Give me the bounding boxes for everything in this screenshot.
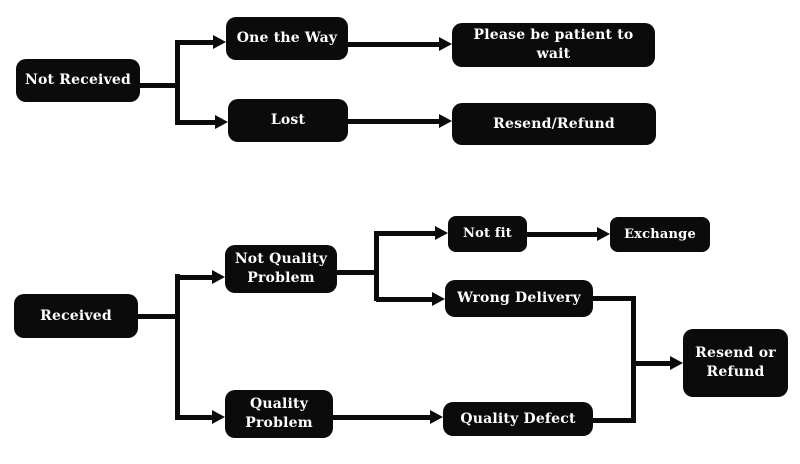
arrowhead-resend-or-refund-icon	[670, 356, 683, 370]
node-one-the-way: One the Way	[226, 17, 348, 60]
edge-to-wrong-delivery	[376, 297, 434, 302]
edge-not-received-stub	[140, 83, 179, 88]
node-received: Received	[14, 294, 138, 338]
edge-lost-to-resend-refund	[348, 119, 440, 124]
node-exchange: Exchange	[610, 217, 710, 252]
edge-to-one-the-way	[177, 40, 215, 45]
node-not-received: Not Received	[16, 59, 140, 102]
node-wrong-delivery: Wrong Delivery	[445, 280, 593, 317]
node-lost: Lost	[228, 99, 348, 142]
arrowhead-resend-refund-icon	[439, 114, 452, 128]
arrowhead-wrong-delivery-icon	[432, 292, 445, 306]
edge-not-quality-stub	[337, 270, 376, 275]
node-please-be-patient: Please be patient to wait	[452, 23, 655, 67]
edge-received-branch-vertical	[175, 274, 180, 420]
edge-quality-problem-to-quality-defect	[333, 415, 431, 420]
edge-to-lost	[177, 120, 217, 125]
node-not-fit: Not fit	[448, 216, 527, 252]
edge-received-stub	[138, 314, 177, 319]
edge-not-quality-branch-vertical	[374, 231, 379, 301]
arrowhead-quality-problem-icon	[212, 410, 225, 424]
arrowhead-not-fit-icon	[435, 226, 448, 240]
edge-merge-vertical	[631, 296, 636, 423]
edge-to-not-quality-problem	[177, 275, 213, 280]
edge-one-the-way-to-please-wait	[348, 42, 440, 47]
edge-wrong-delivery-merge	[593, 296, 636, 301]
node-quality-problem: Quality Problem	[225, 390, 333, 438]
edge-to-quality-problem	[177, 415, 213, 420]
arrowhead-exchange-icon	[597, 227, 610, 241]
arrowhead-please-wait-icon	[439, 37, 452, 51]
arrowhead-one-the-way-icon	[213, 35, 226, 49]
edge-not-fit-to-exchange	[527, 232, 598, 237]
arrowhead-not-quality-problem-icon	[212, 270, 225, 284]
edge-quality-defect-merge	[593, 418, 636, 423]
node-quality-defect: Quality Defect	[443, 402, 593, 436]
node-resend-or-refund: Resend or Refund	[683, 329, 788, 397]
edge-not-received-branch-vertical	[175, 40, 180, 125]
node-resend-refund: Resend/Refund	[452, 103, 656, 145]
arrowhead-quality-defect-icon	[430, 410, 443, 424]
edge-to-not-fit	[376, 231, 436, 236]
arrowhead-lost-icon	[215, 115, 228, 129]
edge-to-resend-or-refund	[633, 361, 671, 366]
node-not-quality-problem: Not Quality Problem	[225, 245, 337, 293]
